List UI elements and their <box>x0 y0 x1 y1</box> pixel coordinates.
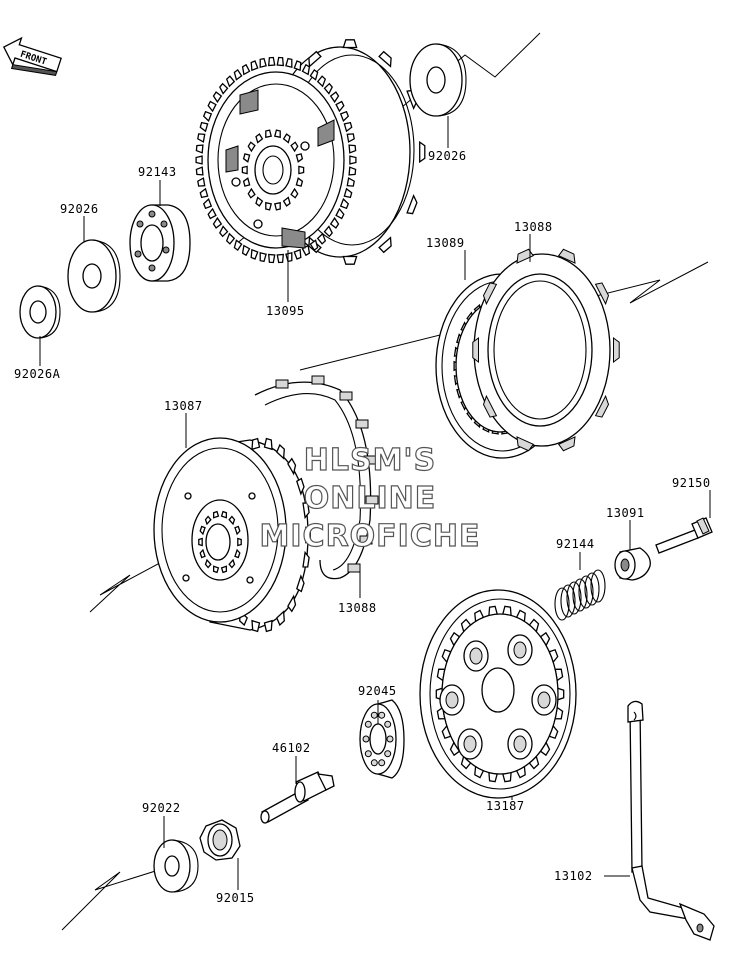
label-13091: 13091 <box>606 506 645 520</box>
part-clutch-housing[interactable] <box>195 39 426 265</box>
front-direction-badge: FRONT <box>2 36 62 76</box>
label-13187: 13187 <box>486 799 525 813</box>
part-labels: 13095 92026 92143 92026 92026A 13089 130… <box>14 149 711 905</box>
part-bearing-collar[interactable] <box>129 204 191 282</box>
part-washer-left[interactable] <box>67 239 121 313</box>
part-nut[interactable] <box>199 819 241 861</box>
label-13088-bottom: 13088 <box>338 601 377 615</box>
label-46102: 46102 <box>272 741 311 755</box>
part-push-rod[interactable] <box>260 771 335 824</box>
label-92026a: 92026A <box>14 367 61 381</box>
label-92143: 92143 <box>138 165 177 179</box>
label-92026-top: 92026 <box>428 149 467 163</box>
part-washer-92026a[interactable] <box>19 285 61 339</box>
label-13089: 13089 <box>426 236 465 250</box>
part-washer-bottom[interactable] <box>153 839 199 893</box>
part-pressure-plate[interactable] <box>419 589 577 799</box>
part-washer-top[interactable] <box>409 43 467 117</box>
part-release-shaft[interactable] <box>627 700 715 941</box>
label-92022: 92022 <box>142 801 181 815</box>
watermark-line-3: MICROFICHE <box>260 519 481 554</box>
part-friction-plate-top[interactable] <box>472 248 620 452</box>
label-92015: 92015 <box>216 891 255 905</box>
watermark-line-1: HLSM'S <box>304 443 436 478</box>
part-ball-bearing[interactable] <box>359 699 405 779</box>
label-92150: 92150 <box>672 476 711 490</box>
label-92026-left: 92026 <box>60 202 99 216</box>
label-13102: 13102 <box>554 869 593 883</box>
part-bolt[interactable] <box>655 517 713 554</box>
watermark: HLSM'S ONLINE MICROFICHE <box>259 442 481 554</box>
label-13095: 13095 <box>266 304 305 318</box>
leader-lines <box>39 116 711 890</box>
part-clutch-hub[interactable] <box>153 437 311 633</box>
label-92045: 92045 <box>358 684 397 698</box>
part-spacer[interactable] <box>614 547 651 581</box>
part-spring[interactable] <box>554 569 606 621</box>
label-13088-top: 13088 <box>514 220 553 234</box>
watermark-line-2: ONLINE <box>304 481 437 516</box>
label-13087: 13087 <box>164 399 203 413</box>
label-92144: 92144 <box>556 537 595 551</box>
part-friction-plate-bottom[interactable] <box>254 375 379 580</box>
